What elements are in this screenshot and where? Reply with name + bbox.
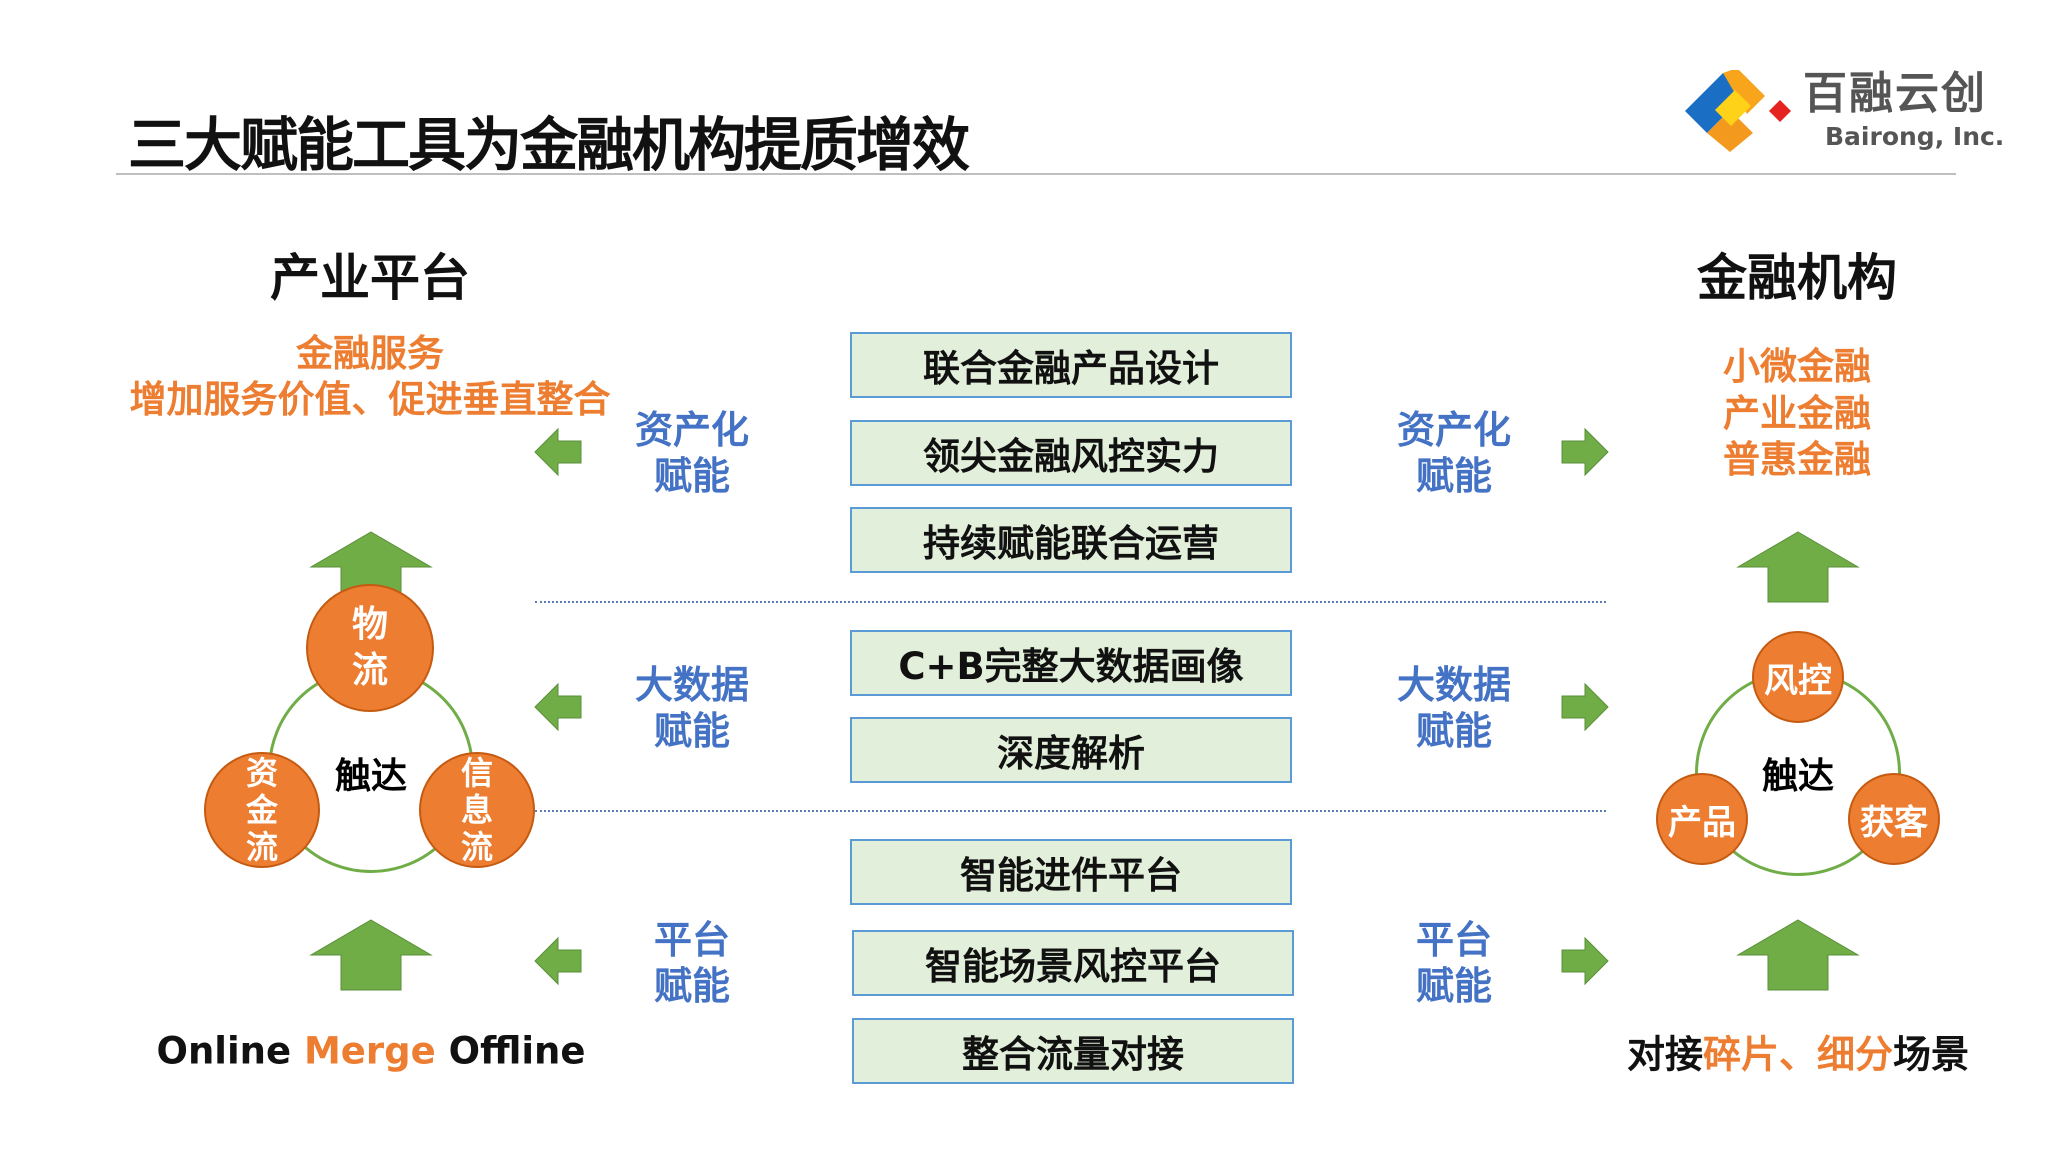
- right-arrow-icon: [1561, 428, 1609, 476]
- title-divider: [116, 173, 1956, 175]
- asset-enable-label-right: 资产化赋能: [1397, 407, 1511, 499]
- tool-box: 智能场景风控平台: [852, 930, 1294, 996]
- label-line: 大数据: [1396, 663, 1512, 707]
- asset-enable-label-left: 资产化赋能: [635, 407, 749, 499]
- financial-service-desc: 增加服务价值、促进垂直整合: [129, 378, 611, 421]
- omo-caption: Online Merge Offline: [157, 1030, 586, 1073]
- bairong-logo: 百融云创 Bairong, Inc.: [1685, 68, 2025, 156]
- finance-type: 普惠金融: [1723, 438, 1871, 481]
- tool-box: 智能进件平台: [850, 839, 1292, 905]
- bigdata-enable-label-right: 大数据赋能: [1397, 662, 1511, 754]
- up-arrow-icon: [310, 919, 432, 991]
- section-divider: [535, 601, 1606, 603]
- tool-box: 领尖金融风控实力: [850, 420, 1292, 486]
- capital-flow-node: 资 金 流: [204, 752, 320, 868]
- right-arrow-icon: [1561, 683, 1609, 731]
- label-line: 大数据: [634, 663, 750, 707]
- label-line: 资产化: [634, 408, 750, 452]
- page-title: 三大赋能工具为金融机构提质增效: [128, 111, 970, 179]
- finance-type: 产业金融: [1723, 392, 1871, 435]
- risk-control-node: 风控: [1752, 631, 1844, 723]
- label-line: 赋能: [1415, 964, 1493, 1008]
- caption-part: Offline: [435, 1029, 586, 1073]
- bigdata-enable-label-left: 大数据赋能: [635, 662, 749, 754]
- platform-enable-label-right: 平台赋能: [1416, 917, 1492, 1009]
- cycle-center-right: 触达: [1761, 756, 1835, 797]
- label-line: 赋能: [653, 454, 731, 498]
- logo-mark-icon: [1685, 68, 1791, 152]
- left-arrow-icon: [534, 937, 582, 985]
- left-arrow-icon: [534, 683, 582, 731]
- tool-box: 持续赋能联合运营: [850, 507, 1292, 573]
- label-line: 赋能: [653, 964, 731, 1008]
- cycle-center-left: 触达: [334, 756, 408, 797]
- caption-part: 场景: [1893, 1032, 1970, 1077]
- caption-part: 对接: [1626, 1032, 1703, 1077]
- tool-box: 深度解析: [850, 717, 1292, 783]
- caption-part: Online: [156, 1029, 304, 1073]
- customer-acquisition-node: 获客: [1848, 773, 1940, 865]
- platform-enable-label-left: 平台赋能: [654, 917, 730, 1009]
- scene-caption: 对接碎片、细分场景: [1627, 1024, 1969, 1079]
- finance-type: 小微金融: [1723, 345, 1871, 388]
- up-arrow-icon: [1737, 919, 1859, 991]
- left-arrow-icon: [534, 428, 582, 476]
- label-line: 赋能: [1415, 709, 1493, 753]
- information-flow-node: 信 息 流: [419, 752, 535, 868]
- caption-highlight: Merge: [303, 1029, 436, 1073]
- section-divider: [535, 810, 1606, 812]
- product-node: 产品: [1656, 773, 1748, 865]
- caption-highlight: 碎片、细分: [1702, 1032, 1894, 1077]
- up-arrow-icon: [1737, 531, 1859, 603]
- tool-box: 联合金融产品设计: [850, 332, 1292, 398]
- right-arrow-icon: [1561, 937, 1609, 985]
- label-line: 赋能: [1415, 454, 1493, 498]
- logistics-node: 物 流: [306, 584, 434, 712]
- label-line: 平台: [1415, 918, 1493, 962]
- label-line: 资产化: [1396, 408, 1512, 452]
- label-line: 平台: [653, 918, 731, 962]
- financial-institution-heading: 金融机构: [1697, 249, 1897, 307]
- logo-en: Bairong, Inc.: [1825, 122, 2005, 151]
- logo-cn: 百融云创: [1803, 68, 1987, 119]
- label-line: 赋能: [653, 709, 731, 753]
- industry-platform-heading: 产业平台: [270, 249, 470, 307]
- tool-box: C+B完整大数据画像: [850, 630, 1292, 696]
- financial-service-title: 金融服务: [296, 332, 444, 375]
- tool-box: 整合流量对接: [852, 1018, 1294, 1084]
